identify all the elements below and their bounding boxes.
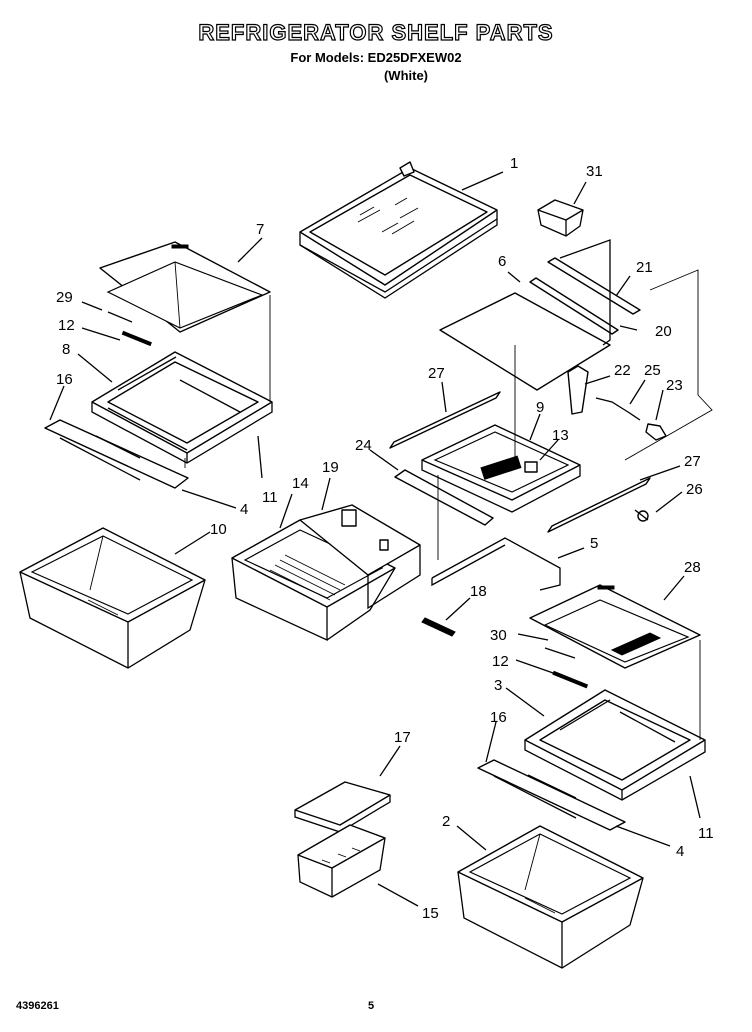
callout-24: 24: [355, 437, 372, 454]
callout-9: 9: [536, 399, 544, 416]
callout-25: 25: [644, 362, 661, 379]
part-1-top-shelf: [299, 161, 498, 299]
callout-14: 14: [292, 475, 309, 492]
part-12-pin: [121, 330, 152, 347]
callout-16a: 16: [56, 371, 73, 388]
part-10-left-crisper: [19, 527, 206, 669]
part-9-center-frame: [421, 424, 581, 513]
part-25-link: [595, 397, 641, 421]
part-3-right-frame: [524, 689, 706, 801]
callout-3: 3: [494, 677, 502, 694]
part-12-pin-right: [552, 670, 589, 689]
part-28-right-glass: [529, 584, 701, 669]
callout-21: 21: [636, 259, 653, 276]
callout-31: 31: [586, 163, 603, 180]
part-17-lid: [294, 781, 391, 833]
part-22-bracket: [567, 365, 589, 415]
callout-29: 29: [56, 289, 73, 306]
part-30-trim: [544, 647, 576, 659]
callout-10: 10: [210, 521, 227, 538]
part-16-left-trim: [44, 419, 189, 489]
models-line: For Models: ED25DFXEW02: [290, 50, 462, 65]
callout-19: 19: [322, 459, 339, 476]
callout-27a: 27: [428, 365, 445, 382]
part-19-drawer-cover: [299, 504, 421, 610]
callout-13: 13: [552, 427, 569, 444]
part-16-right-trim: [477, 759, 626, 831]
part-27-rod-left: [389, 391, 501, 449]
part-29-trim: [107, 311, 133, 323]
part-7-left-glass: [99, 241, 271, 333]
page-number: 5: [368, 1000, 375, 1012]
part-27-rod-right: [547, 477, 651, 533]
part-14-center-drawer: [231, 519, 396, 642]
part-5-bracket: [431, 537, 561, 591]
callout-labels: 1 31 7 6 21 29 20 12 22 25 23 8 27 9 16 …: [56, 155, 714, 922]
callout-12: 12: [58, 317, 75, 334]
part-31-cup: [537, 199, 584, 237]
part-15-small-bin: [297, 824, 386, 898]
callout-12b: 12: [492, 653, 509, 670]
part-24-crossbar: [394, 469, 494, 526]
callout-7: 7: [256, 221, 264, 238]
rail-outline: [559, 239, 611, 346]
callout-30: 30: [490, 627, 507, 644]
callout-15: 15: [422, 905, 439, 922]
callout-26: 26: [686, 481, 703, 498]
callout-23: 23: [666, 377, 683, 394]
part-18-clip: [421, 617, 456, 637]
callout-18: 18: [470, 583, 487, 600]
callout-11a: 11: [262, 489, 278, 506]
part-20-rail: [529, 277, 619, 335]
doc-number: 4396261: [16, 1000, 59, 1012]
callout-8: 8: [62, 341, 70, 358]
callout-22: 22: [614, 362, 631, 379]
callout-17: 17: [394, 729, 411, 746]
callout-5: 5: [590, 535, 598, 552]
callout-28: 28: [684, 559, 701, 576]
callout-27b: 27: [684, 453, 701, 470]
callout-6: 6: [498, 253, 506, 270]
diagram-title: REFRIGERATOR SHELF PARTS: [198, 19, 554, 45]
color-line: (White): [383, 68, 429, 83]
part-26-screw: [634, 509, 649, 522]
part-8-left-frame: [91, 351, 273, 464]
part-23-clip: [645, 423, 667, 441]
leader-lines: [49, 171, 701, 907]
callout-2: 2: [442, 813, 450, 830]
callout-16b: 16: [490, 709, 507, 726]
callout-4b: 4: [676, 843, 684, 860]
part-2-right-crisper: [457, 825, 644, 969]
guide-lines: [184, 269, 713, 740]
callout-11b: 11: [698, 825, 714, 842]
callout-1: 1: [510, 155, 518, 172]
part-6-center-glass: [439, 292, 611, 391]
part-21-rail: [547, 257, 641, 315]
callout-20: 20: [655, 323, 672, 340]
callout-4a: 4: [240, 501, 248, 518]
